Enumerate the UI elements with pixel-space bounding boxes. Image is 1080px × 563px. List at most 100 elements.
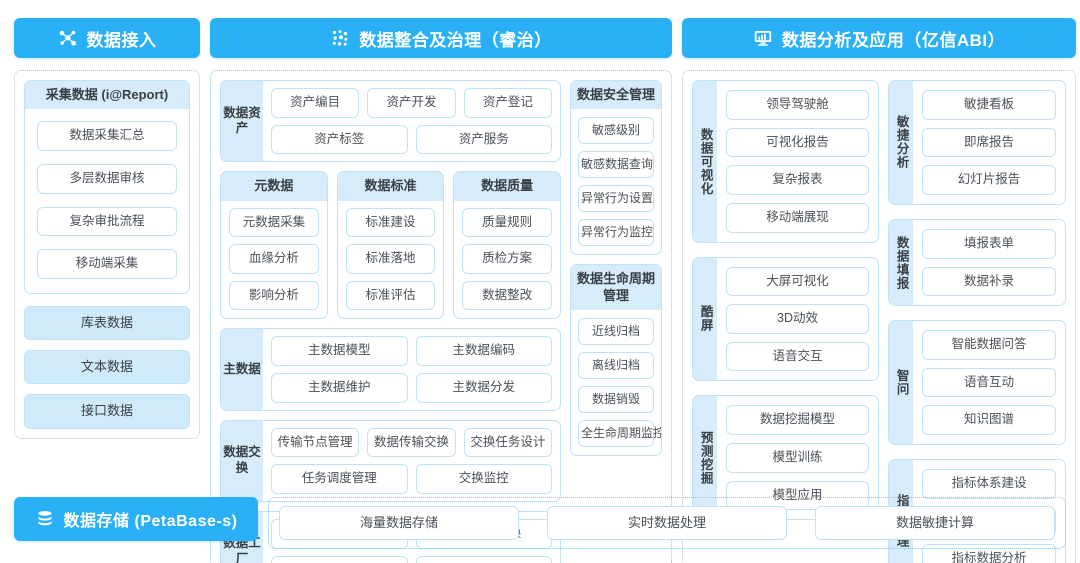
banner-data-governance[interactable]: 数据整合及治理（睿治） bbox=[210, 18, 672, 58]
list-item[interactable]: 大屏可视化 bbox=[726, 266, 869, 297]
list-item[interactable]: 复杂审批流程 bbox=[37, 206, 177, 237]
list-item[interactable]: 标准落地 bbox=[345, 244, 436, 274]
list-item[interactable]: 填报表单 bbox=[922, 228, 1056, 259]
card-title: 数据质量 bbox=[454, 172, 561, 201]
ingest-panel: 采集数据 (i@Report) 数据采集汇总 多层数据审核 复杂审批流程 移动端… bbox=[14, 70, 200, 439]
list-item[interactable]: 数据挖掘模型 bbox=[726, 405, 869, 435]
list-item[interactable]: 敏感级别 bbox=[578, 117, 654, 145]
list-item[interactable]: 数据敏捷计算 bbox=[815, 505, 1055, 540]
chip-row: 主数据模型 主数据编码 bbox=[271, 336, 552, 366]
list-item[interactable]: 血缘分析 bbox=[229, 244, 319, 274]
list-item[interactable]: 数据销毁 bbox=[578, 385, 654, 413]
list-item[interactable]: 主数据模型 bbox=[271, 336, 408, 366]
list-item[interactable]: 交换监控 bbox=[415, 464, 552, 494]
block-label-text: 酷屏 bbox=[698, 305, 713, 333]
list-item[interactable]: 海量数据存储 bbox=[279, 505, 519, 540]
banner-label: 数据接入 bbox=[86, 30, 157, 50]
list-item[interactable]: 模型训练 bbox=[726, 443, 869, 473]
list-item[interactable]: 敏感数据查询 bbox=[578, 151, 654, 179]
list-item[interactable]: 数据整改 bbox=[462, 280, 553, 311]
block-body: 领导驾驶舱 可视化报告 复杂报表 移动端展现 bbox=[717, 81, 878, 242]
block-cool-screen: 酷屏 大屏可视化 3D动效 语音交互 bbox=[692, 256, 879, 382]
banner-data-storage[interactable]: 数据存储 (PetaBase-s) bbox=[14, 496, 258, 541]
block-label: 数据交换 bbox=[221, 420, 263, 501]
banner-data-analysis[interactable]: 数据分析及应用（亿信ABI） bbox=[682, 18, 1076, 58]
list-item[interactable]: 可视化报告 bbox=[726, 127, 869, 158]
list-item[interactable]: 数据传输交换 bbox=[367, 427, 456, 458]
governance-main: 数据资产 资产编目 资产开发 资产登记 资产标签 资产服务 bbox=[220, 80, 562, 563]
list-item[interactable]: 语音交互 bbox=[726, 341, 869, 372]
list-item[interactable]: 近线归档 bbox=[578, 317, 654, 345]
list-item[interactable]: 领导驾驶舱 bbox=[726, 90, 869, 120]
column-data-ingest: 数据接入 采集数据 (i@Report) 数据采集汇总 多层数据审核 复杂审批流… bbox=[14, 18, 200, 439]
card-title: 元数据 bbox=[221, 172, 327, 201]
list-item[interactable]: 接口数据 bbox=[24, 394, 190, 429]
list-item[interactable]: 数据加密 bbox=[271, 555, 408, 563]
list-item[interactable]: 数据脱敏 bbox=[415, 555, 552, 563]
analysis-columns: 数据可视化 领导驾驶舱 可视化报告 复杂报表 移动端展现 酷屏 bbox=[692, 80, 1066, 563]
block-body: 敏捷看板 即席报告 幻灯片报告 bbox=[913, 81, 1065, 204]
list-item[interactable]: 异常行为监控 bbox=[578, 219, 654, 247]
list-item[interactable]: 主数据编码 bbox=[415, 336, 552, 366]
list-item[interactable]: 幻灯片报告 bbox=[922, 165, 1056, 195]
block-body: 资产编目 资产开发 资产登记 资产标签 资产服务 bbox=[263, 81, 560, 161]
list-item[interactable]: 敏捷看板 bbox=[922, 90, 1056, 120]
analysis-right-groups: 敏捷分析 敏捷看板 即席报告 幻灯片报告 数据填报 bbox=[888, 80, 1066, 563]
list-item[interactable]: 离线归档 bbox=[578, 351, 654, 379]
list-item[interactable]: 质量规则 bbox=[462, 207, 553, 238]
list-item[interactable]: 3D动效 bbox=[726, 304, 869, 334]
list-item[interactable]: 影响分析 bbox=[229, 280, 319, 311]
list-item[interactable]: 异常行为设置 bbox=[578, 185, 654, 213]
card-collect-data: 采集数据 (i@Report) 数据采集汇总 多层数据审核 复杂审批流程 移动端… bbox=[24, 80, 190, 294]
governance-trio: 元数据 元数据采集 血缘分析 影响分析 数据标准 标准建设 bbox=[220, 171, 562, 320]
list-item[interactable]: 知识图谱 bbox=[922, 405, 1056, 435]
analysis-panel: 数据可视化 领导驾驶舱 可视化报告 复杂报表 移动端展现 酷屏 bbox=[682, 70, 1076, 563]
card-metadata: 元数据 元数据采集 血缘分析 影响分析 bbox=[220, 171, 328, 320]
list-item[interactable]: 文本数据 bbox=[24, 350, 190, 385]
block-data-reporting: 数据填报 填报表单 数据补录 bbox=[888, 218, 1066, 307]
block-body: 主数据模型 主数据编码 主数据维护 主数据分发 bbox=[263, 329, 560, 409]
governance-panel: 数据资产 资产编目 资产开发 资产登记 资产标签 资产服务 bbox=[210, 70, 672, 563]
list-item[interactable]: 资产服务 bbox=[415, 124, 552, 155]
block-body: 填报表单 数据补录 bbox=[913, 220, 1065, 305]
list-item[interactable]: 即席报告 bbox=[922, 127, 1056, 158]
list-item[interactable]: 实时数据处理 bbox=[547, 505, 787, 540]
block-label: 数据可视化 bbox=[693, 81, 717, 242]
ingest-source-list: 库表数据 文本数据 接口数据 bbox=[24, 305, 190, 429]
card-items: 质量规则 质检方案 数据整改 bbox=[454, 201, 560, 319]
list-item[interactable]: 数据补录 bbox=[922, 266, 1056, 297]
list-item[interactable]: 标准建设 bbox=[345, 207, 436, 238]
card-items: 敏感级别 敏感数据查询 异常行为设置 异常行为监控 bbox=[571, 109, 661, 254]
list-item[interactable]: 主数据维护 bbox=[271, 373, 408, 403]
list-item[interactable]: 移动端展现 bbox=[726, 202, 869, 233]
list-item[interactable]: 复杂报表 bbox=[726, 165, 869, 195]
list-item[interactable]: 质检方案 bbox=[462, 244, 553, 274]
list-item[interactable]: 传输节点管理 bbox=[271, 427, 360, 458]
block-label-text: 数据填报 bbox=[894, 235, 909, 290]
block-label: 智问 bbox=[889, 321, 913, 444]
list-item[interactable]: 标准评估 bbox=[345, 280, 436, 311]
list-item[interactable]: 智能数据问答 bbox=[922, 330, 1056, 360]
list-item[interactable]: 全生命周期监控 bbox=[578, 419, 661, 447]
list-item[interactable]: 任务调度管理 bbox=[271, 464, 408, 494]
block-body: 数据挖掘模型 模型训练 模型应用 bbox=[717, 396, 878, 519]
list-item[interactable]: 主数据分发 bbox=[415, 373, 552, 403]
list-item[interactable]: 库表数据 bbox=[24, 305, 190, 340]
list-item[interactable]: 指标体系建设 bbox=[922, 469, 1056, 499]
block-body: 智能数据问答 语音互动 知识图谱 bbox=[913, 321, 1065, 444]
list-item[interactable]: 资产登记 bbox=[463, 88, 552, 118]
list-item[interactable]: 数据采集汇总 bbox=[37, 121, 177, 151]
list-item[interactable]: 资产开发 bbox=[367, 88, 456, 118]
list-item[interactable]: 交换任务设计 bbox=[463, 427, 552, 458]
list-item[interactable]: 资产编目 bbox=[271, 88, 360, 118]
list-item[interactable]: 资产标签 bbox=[271, 124, 408, 155]
banner-data-ingest[interactable]: 数据接入 bbox=[14, 18, 200, 58]
block-data-exchange: 数据交换 传输节点管理 数据传输交换 交换任务设计 任务调度管理 交换监控 bbox=[220, 419, 561, 502]
list-item[interactable]: 元数据采集 bbox=[229, 207, 319, 238]
list-item[interactable]: 模型应用 bbox=[726, 480, 869, 511]
list-item[interactable]: 语音互动 bbox=[922, 367, 1056, 398]
block-data-asset: 数据资产 资产编目 资产开发 资产登记 资产标签 资产服务 bbox=[220, 80, 561, 163]
list-item[interactable]: 多层数据审核 bbox=[37, 163, 177, 194]
banner-label: 数据存储 (PetaBase-s) bbox=[63, 512, 238, 530]
list-item[interactable]: 移动端采集 bbox=[37, 249, 177, 279]
